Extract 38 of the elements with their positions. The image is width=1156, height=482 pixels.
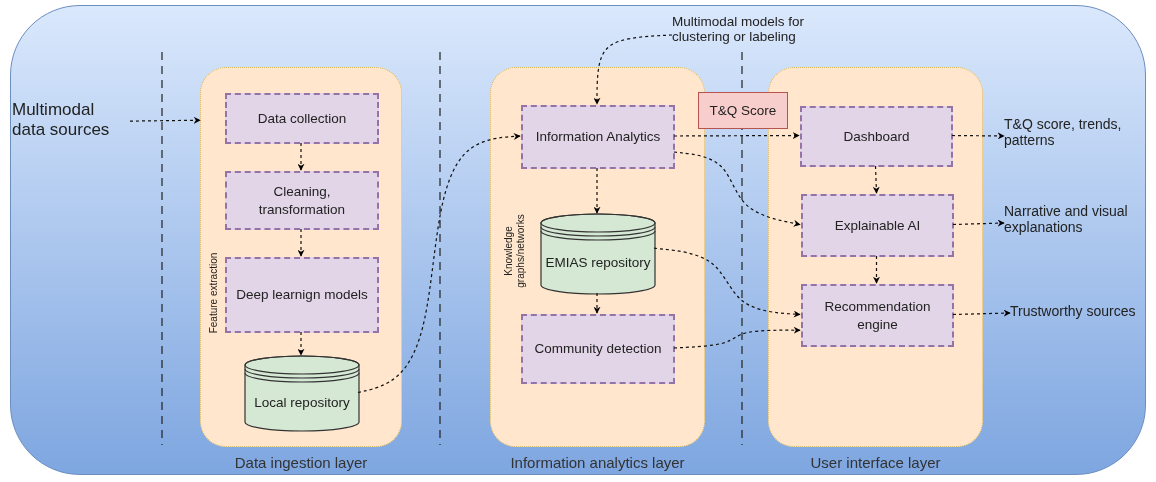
layer-title: Information analytics layer	[509, 454, 686, 471]
arrow	[872, 165, 880, 194]
process-box: Dashboard	[800, 106, 953, 167]
arrow	[593, 292, 601, 314]
process-box: Recommendation engine	[801, 284, 954, 347]
side-label: Knowledge graphs/networks	[503, 213, 527, 290]
arrow	[593, 34, 673, 105]
process-box: Data collection	[225, 93, 379, 144]
score-box: T&Q Score	[698, 92, 788, 129]
note-text: Trustworthy sources	[1010, 303, 1152, 323]
arrow	[673, 151, 801, 227]
note-text: Multimodal data sources	[12, 100, 130, 144]
arrow	[653, 247, 801, 318]
arrow	[297, 142, 305, 171]
arrow	[673, 326, 801, 349]
arrow	[297, 331, 305, 356]
process-box: Information Analytics	[521, 105, 675, 169]
arrow	[673, 132, 800, 140]
process-box: Deep learnign models	[225, 257, 379, 333]
process-box: Community detection	[521, 314, 675, 384]
side-label: Feature extraction	[208, 252, 220, 334]
arrow	[593, 167, 601, 214]
layer-title: User interface layer	[809, 454, 942, 471]
process-box: Explainable AI	[801, 194, 954, 257]
arrow	[873, 255, 880, 284]
process-box: Cleaning, transformation	[225, 171, 379, 230]
arrow	[952, 219, 1005, 227]
note-text: T&Q score, trends, patterns	[1004, 116, 1152, 156]
database-cylinder: EMIAS repository	[541, 214, 655, 294]
note-text: Narrative and visual explanations	[1004, 203, 1154, 243]
arrow	[357, 132, 521, 394]
arrow	[129, 116, 201, 124]
note-text: Multimodal models for clustering or labeling	[672, 14, 838, 56]
arrow	[297, 228, 305, 257]
arrow	[952, 309, 1011, 317]
arrow	[951, 132, 1005, 140]
layer-title: Data ingestion layer	[233, 454, 369, 471]
database-cylinder: Local repository	[245, 356, 359, 431]
